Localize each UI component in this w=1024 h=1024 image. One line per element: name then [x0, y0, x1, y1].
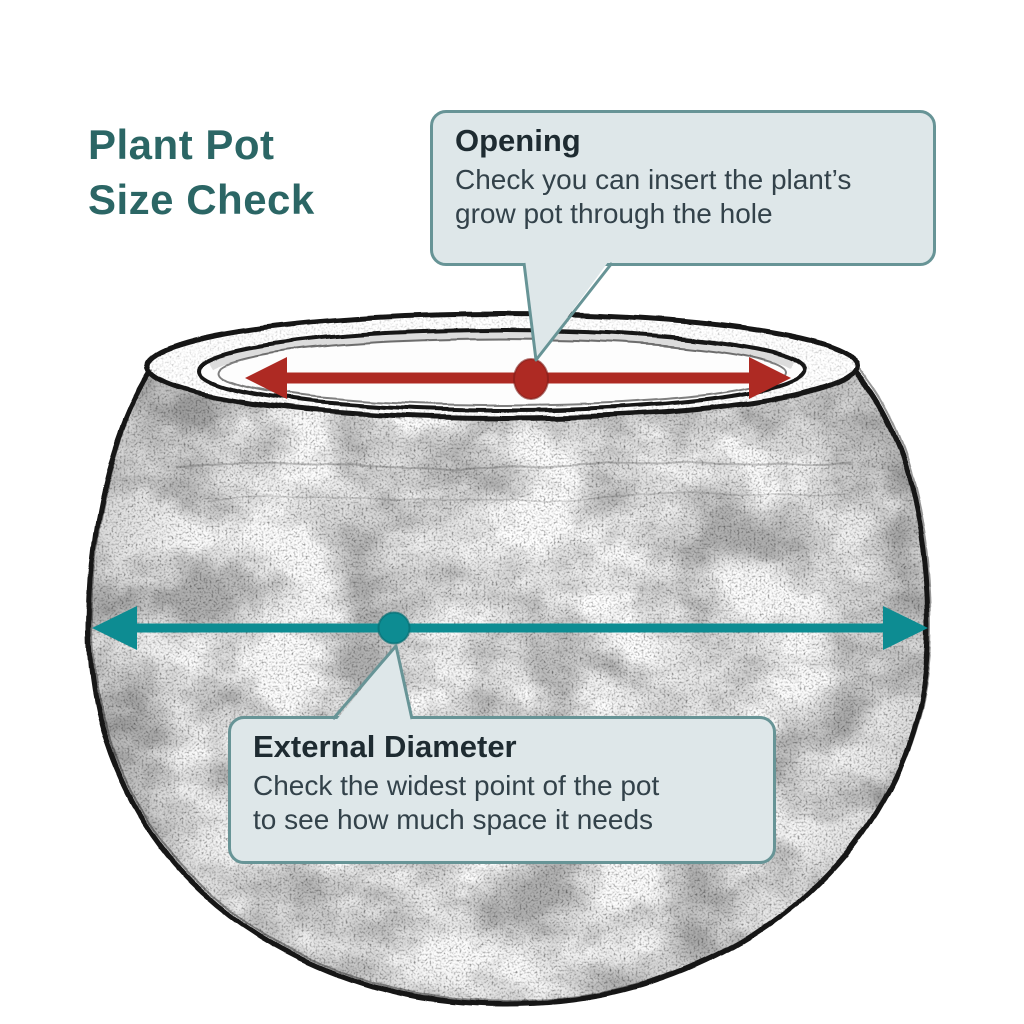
- callout-opening-heading: Opening: [455, 123, 581, 158]
- pot-body-outline-echo: [90, 368, 933, 1003]
- pot-outlines: [86, 311, 933, 1007]
- pot-body-edge-shading: [88, 372, 929, 1004]
- pot-body-outline: [86, 369, 931, 1007]
- pot-streak-line: [174, 461, 853, 471]
- callout-opening: Opening Check you can insert the plant’s…: [430, 110, 936, 266]
- callout-opening-body-line1: Check you can insert the plant’s: [455, 164, 852, 195]
- diameter-arrow-right-head: [883, 606, 928, 650]
- callout-external-diameter-body-line2: to see how much space it needs: [253, 804, 654, 836]
- page-title: Plant Pot Size Check: [88, 118, 315, 227]
- callout-external-diameter-body-line1: Check the widest point of the pot: [253, 770, 660, 801]
- diameter-arrow: [92, 606, 928, 650]
- page-title-line1: Plant Pot: [88, 121, 275, 168]
- pot-opening: [198, 328, 806, 412]
- callout-opening-body-line2: grow pot through the hole: [455, 198, 773, 230]
- pot-opening-shadow: [209, 330, 795, 369]
- opening-arrow: [245, 357, 791, 400]
- callout-external-diameter-heading: External Diameter: [253, 729, 517, 764]
- diameter-center-dot: [377, 611, 411, 645]
- callout-external-diameter: External Diameter Check the widest point…: [228, 716, 776, 864]
- page-title-line2: Size Check: [88, 175, 315, 223]
- pot-streak-line: [209, 493, 846, 502]
- pot-rim-outer: [145, 311, 859, 421]
- opening-arrow-right-head: [749, 357, 791, 399]
- opening-arrow-left-head: [245, 357, 287, 399]
- diameter-arrow-left-head: [92, 606, 137, 650]
- opening-center-dot: [513, 358, 549, 400]
